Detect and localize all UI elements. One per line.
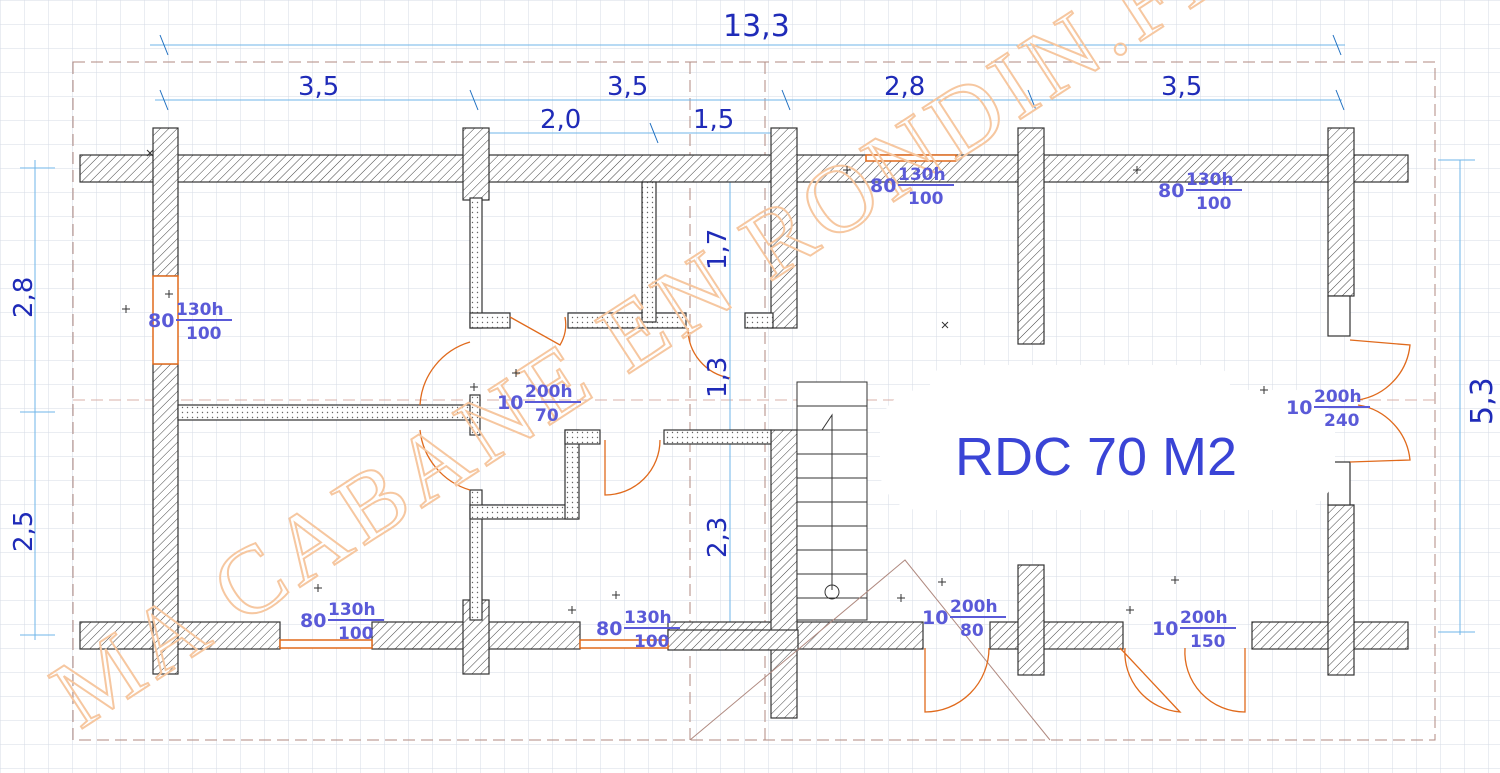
opening-sill: 240 [1324,411,1360,431]
staircase [796,381,868,621]
opening-height: 200h [525,382,573,402]
opening-sill: 70 [535,406,559,426]
opening-height: 130h [176,300,224,320]
wall-right-upper [1327,127,1355,297]
opening-height: 200h [1314,387,1362,407]
opening-width: 10 [1152,618,1178,640]
dim-mid-1: 1,7 [703,229,733,270]
wall-left-lower [152,363,179,675]
dim-left-1: 2,8 [9,277,39,318]
dim-right: 5,3 [1465,377,1500,425]
dim-inner-2: 1,5 [693,105,734,135]
wall-mid-vertical [770,127,798,329]
plan-title: RDC 70 M2 [955,427,1237,487]
opening-height: 130h [1186,170,1234,190]
opening-sill: 100 [186,324,222,344]
opening-sill: 100 [908,189,944,209]
title-panel [880,365,1335,510]
wall-lintel-bottom [667,629,799,651]
dim-mid-2: 1,3 [703,357,733,398]
terrace-outline [689,559,1051,741]
opening-width: 80 [1158,180,1184,202]
opening-height: 130h [624,608,672,628]
opening-width: 10 [1286,397,1312,419]
door-swings [419,316,1411,713]
dim-mid-3: 2,3 [703,517,733,558]
opening-width: 80 [148,310,174,332]
dim-top-3: 2,8 [884,72,925,102]
opening-width: 80 [870,175,896,197]
opening-height: 200h [950,597,998,617]
wall-post-2 [462,127,490,201]
dimension-labels: 13,3 3,5 3,5 2,8 3,5 2,0 1,5 2,8 2,5 5,3… [9,9,1500,558]
wall-mid-vertical-low [770,429,798,719]
opening-sill: 150 [1190,632,1226,652]
window-frames [152,154,957,649]
dim-left-2: 2,5 [9,511,39,552]
opening-sill: 80 [960,621,984,641]
dim-inner-1: 2,0 [540,105,581,135]
opening-height: 130h [898,165,946,185]
dim-top-2: 3,5 [607,72,648,102]
partitions [177,181,1351,621]
opening-height: 200h [1180,608,1228,628]
opening-height: 130h [328,600,376,620]
opening-sill: 100 [634,632,670,652]
wall-top [79,154,1409,183]
wall-bottom-right [989,621,1124,650]
marker-crosses [122,149,1268,614]
wall-post-4b [1017,564,1045,676]
walls [79,127,1409,719]
opening-sill: 100 [338,624,374,644]
wall-post-4 [1017,127,1045,345]
wall-left-upper [152,127,179,277]
opening-width: 10 [497,392,523,414]
dim-top-4: 3,5 [1161,72,1202,102]
opening-width: 80 [596,618,622,640]
dim-top-1: 3,5 [298,72,339,102]
dim-total-width: 13,3 [723,9,790,44]
opening-sill: 100 [1196,194,1232,214]
dimension-lines [20,34,1475,640]
opening-width: 80 [300,610,326,632]
wall-bottom-left [79,621,281,650]
opening-width: 10 [922,607,948,629]
wall-right-lower [1327,504,1355,676]
